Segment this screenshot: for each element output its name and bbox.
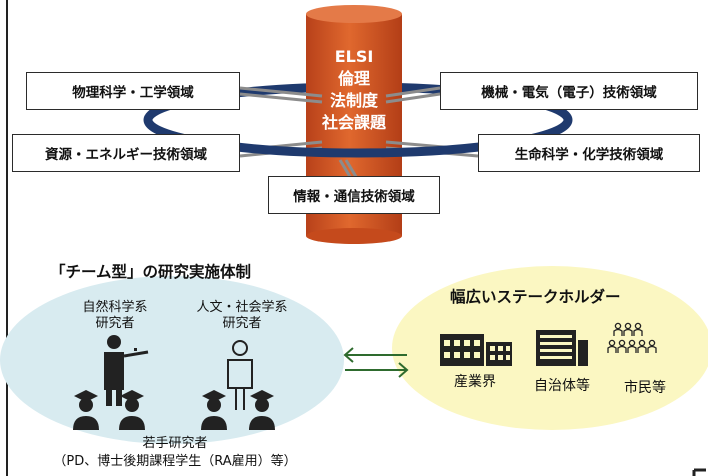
young-researcher-label: 若手研究者 xyxy=(142,436,208,451)
industry-icon xyxy=(440,334,512,366)
natural-scientist-label-line1: 自然科学系 xyxy=(82,300,148,315)
team-title: 「チーム型」の研究実施体制 xyxy=(50,263,252,281)
young-researcher-detail: （PD、博士後期課程学生（RA雇用）等） xyxy=(53,454,297,469)
domain-mechanical-electrical: 機械・電気（電子）技術領域 xyxy=(440,72,698,110)
graduate-icons xyxy=(73,390,275,430)
ethics-label: 倫理 xyxy=(337,69,370,88)
humanities-scientist-icon xyxy=(227,340,253,410)
social-issues-label: 社会課題 xyxy=(321,113,386,132)
humanities-scientist-label-line1: 人文・社会学系 xyxy=(196,300,288,315)
exchange-arrow xyxy=(343,347,409,378)
domain-life-chemistry: 生命科学・化学技術領域 xyxy=(478,134,700,172)
local-government-label: 自治体等 xyxy=(534,378,590,394)
domain-information: 情報・通信技術領域 xyxy=(268,176,440,214)
natural-scientist-label-line2: 研究者 xyxy=(95,316,135,331)
stakeholders-title: 幅広いステークホルダー xyxy=(450,288,621,306)
humanities-scientist-label-line2: 研究者 xyxy=(222,316,262,331)
local-government-icon xyxy=(536,330,588,366)
citizens-label: 市民等 xyxy=(624,380,666,396)
page-corner-mark xyxy=(692,468,706,476)
natural-scientist-icon xyxy=(104,335,149,406)
legal-system-label: 法制度 xyxy=(329,91,378,110)
citizens-icon xyxy=(607,322,657,353)
elsi-label: ELSI xyxy=(334,47,374,66)
industry-label: 産業界 xyxy=(454,374,496,390)
domain-resources-energy: 資源・エネルギー技術領域 xyxy=(12,134,240,172)
domain-physics-engineering: 物理科学・工学領域 xyxy=(26,72,240,110)
